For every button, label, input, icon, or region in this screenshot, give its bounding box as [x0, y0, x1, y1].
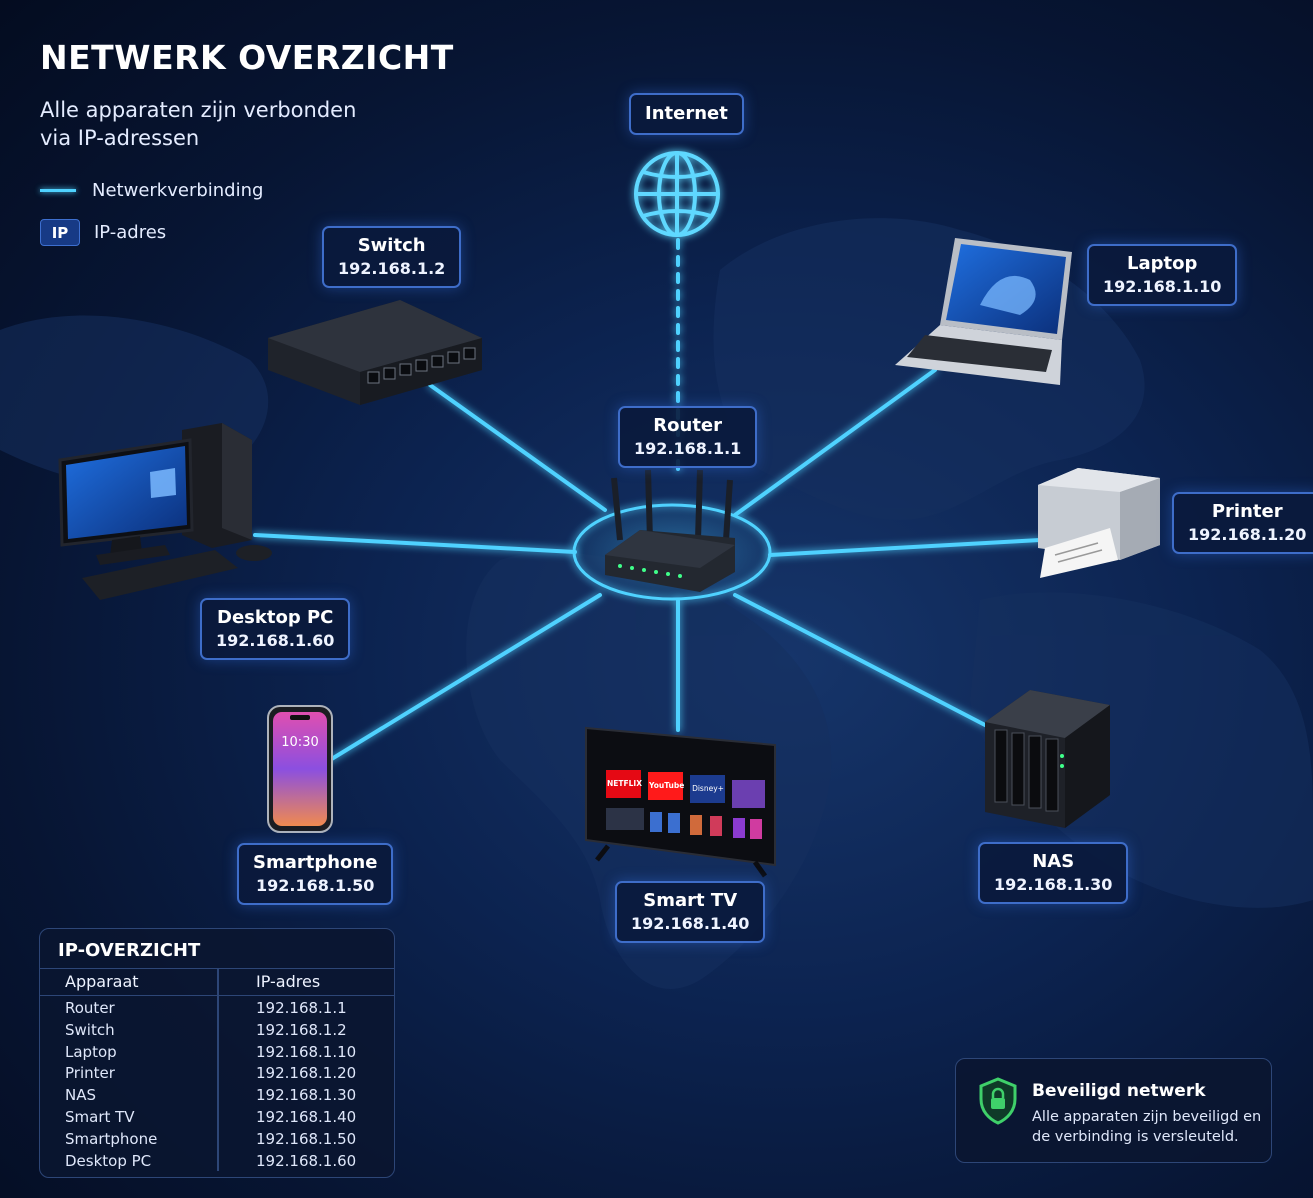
ip-overview-table: IP-OVERZICHT Apparaat IP-adres Router 192… — [39, 928, 395, 1178]
node-label-internet[interactable]: Internet — [629, 93, 744, 135]
tv-tile-youtube: YouTube — [649, 781, 685, 790]
node-name: Desktop PC — [217, 607, 334, 628]
tv-tile-disney: Disney+ — [692, 784, 724, 793]
shield-lock-icon — [979, 1077, 1017, 1125]
router-icon — [605, 469, 735, 592]
ip-table-header: Apparaat — [65, 972, 139, 991]
table-cell: Smartphone — [65, 1129, 158, 1148]
security-description: Alle apparaten zijn beveiligd en de verb… — [1032, 1109, 1262, 1145]
table-cell: 192.168.1.50 — [256, 1129, 357, 1148]
page-title: NETWERK OVERZICHT — [40, 38, 454, 77]
node-label-nas[interactable]: NAS 192.168.1.30 — [978, 842, 1129, 904]
desktop-pc-icon — [58, 423, 272, 600]
node-name: Laptop — [1127, 253, 1198, 274]
node-label-printer[interactable]: Printer 192.168.1.20 — [1172, 492, 1313, 554]
node-ip: 192.168.1.10 — [1103, 277, 1222, 296]
table-cell: Smart TV — [65, 1107, 135, 1126]
node-label-desktop-pc[interactable]: Desktop PC 192.168.1.60 — [200, 598, 351, 660]
link-nas-router — [733, 593, 987, 727]
node-name: Smart TV — [643, 890, 738, 911]
security-panel: Beveiligd netwerk Alle apparaten zijn be… — [955, 1058, 1272, 1163]
nas-icon — [985, 690, 1110, 828]
table-cell: 192.168.1.2 — [256, 1020, 347, 1039]
table-row: Laptop 192.168.1.10 — [40, 1040, 394, 1062]
table-row: Desktop PC 192.168.1.60 — [40, 1149, 394, 1171]
table-cell: 192.168.1.60 — [256, 1151, 357, 1170]
security-title: Beveiligd netwerk — [1032, 1081, 1206, 1101]
table-row: Switch 192.168.1.2 — [40, 1018, 394, 1040]
table-cell: 192.168.1.40 — [256, 1107, 357, 1126]
table-cell: NAS — [65, 1086, 97, 1105]
node-name: Printer — [1211, 501, 1283, 522]
legend-ip: IP IP-adres — [40, 219, 166, 246]
smart-tv-icon — [585, 726, 776, 878]
node-name: NAS — [1032, 851, 1075, 872]
node-ip: 192.168.1.50 — [256, 876, 375, 895]
node-label-switch[interactable]: Switch 192.168.1.2 — [322, 226, 462, 288]
ip-table-header: IP-adres — [256, 972, 321, 991]
table-cell: Laptop — [65, 1042, 117, 1061]
ip-table-header-row: Apparaat IP-adres — [40, 969, 394, 996]
printer-icon — [1038, 468, 1160, 578]
node-ip: 192.168.1.30 — [994, 875, 1113, 894]
node-name: Switch — [357, 235, 426, 256]
table-cell: Desktop PC — [65, 1151, 152, 1170]
table-cell: Router — [65, 999, 115, 1017]
table-row: Smartphone 192.168.1.50 — [40, 1127, 394, 1149]
table-cell: 192.168.1.1 — [256, 999, 347, 1017]
link-phone-router — [328, 593, 602, 762]
link-printer-router — [768, 538, 1042, 557]
node-name: Smartphone — [253, 852, 378, 873]
table-cell: Switch — [65, 1020, 115, 1039]
node-label-router[interactable]: Router 192.168.1.1 — [618, 406, 758, 468]
link-desktop-router — [253, 533, 577, 554]
node-name: Internet — [645, 103, 728, 124]
globe-icon — [634, 151, 720, 237]
node-ip: 192.168.1.2 — [338, 259, 446, 278]
node-ip: 192.168.1.60 — [216, 631, 335, 650]
node-label-laptop[interactable]: Laptop 192.168.1.10 — [1087, 244, 1238, 306]
node-label-smart-tv[interactable]: Smart TV 192.168.1.40 — [615, 881, 766, 943]
legend-connection-label: Netwerkverbinding — [92, 180, 264, 201]
ip-table-title: IP-OVERZICHT — [40, 929, 394, 969]
laptop-icon — [895, 238, 1072, 385]
node-ip: 192.168.1.1 — [634, 439, 742, 458]
ip-badge: IP — [40, 219, 80, 246]
node-name: Router — [653, 415, 723, 436]
connection-line-swatch — [40, 189, 76, 192]
table-row: Router 192.168.1.1 — [40, 996, 394, 1018]
ip-table-divider — [217, 969, 219, 1171]
legend-connection: Netwerkverbinding — [40, 180, 263, 201]
node-ip: 192.168.1.40 — [631, 914, 750, 933]
page-subtitle: Alle apparaten zijn verbonden via IP-adr… — [40, 98, 357, 150]
switch-icon — [268, 300, 482, 405]
node-label-smartphone[interactable]: Smartphone 192.168.1.50 — [237, 843, 394, 905]
table-row: NAS 192.168.1.30 — [40, 1083, 394, 1105]
table-cell: 192.168.1.10 — [256, 1042, 357, 1061]
smartphone-icon — [267, 705, 333, 833]
table-cell: Printer — [65, 1064, 115, 1083]
node-ip: 192.168.1.20 — [1188, 525, 1307, 544]
legend-ip-label: IP-adres — [94, 222, 167, 243]
table-row: Printer 192.168.1.20 — [40, 1061, 394, 1083]
table-cell: 192.168.1.20 — [256, 1064, 357, 1083]
tv-tile-netflix: NETFLIX — [607, 779, 642, 788]
table-cell: 192.168.1.30 — [256, 1086, 357, 1105]
table-row: Smart TV 192.168.1.40 — [40, 1105, 394, 1127]
link-switch-router — [428, 383, 607, 512]
link-laptop-router — [733, 368, 937, 517]
phone-clock: 10:30 — [281, 735, 319, 750]
